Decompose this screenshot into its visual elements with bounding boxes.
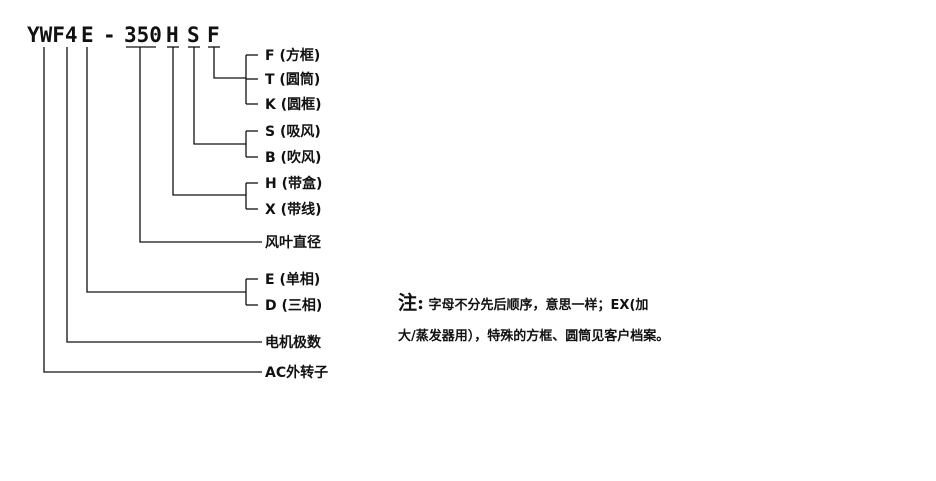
- code-dash: -: [103, 23, 116, 47]
- label-frame-f: F (方框): [265, 47, 320, 64]
- label-diameter: 风叶直径: [265, 234, 321, 251]
- label-frame-t: T (圆筒): [265, 71, 320, 88]
- connector-s: [193, 47, 246, 145]
- connector-poles: [66, 47, 262, 343]
- label-poles: 电机极数: [265, 334, 322, 351]
- connector-f: [213, 47, 246, 79]
- connector-350: [139, 47, 262, 243]
- note-text-1: 字母不分先后顺序，意思一样；EX(加: [428, 298, 649, 313]
- code-e: E: [81, 23, 94, 47]
- code-s: S: [187, 23, 200, 47]
- note-head: 注:: [398, 292, 425, 314]
- label-phase-e: E (单相): [265, 271, 320, 288]
- connector-h: [172, 47, 246, 196]
- label-flow-b: B (吹风): [265, 149, 321, 166]
- label-rotor: AC外转子: [265, 364, 328, 381]
- label-flow-s: S (吸风): [265, 124, 321, 140]
- label-box-x: X (带线): [265, 201, 321, 218]
- note-text-2: 大/蒸发器用），特殊的方框、圆筒见客户档案。: [398, 329, 670, 344]
- code-350: 350: [124, 23, 162, 47]
- connector-rotor: [43, 47, 262, 373]
- note-block: 注: 字母不分先后顺序，意思一样；EX(加 大/蒸发器用），特殊的方框、圆筒见客…: [398, 288, 718, 352]
- code-h: H: [166, 23, 179, 47]
- label-frame-k: K (圆框): [265, 96, 322, 113]
- label-phase-d: D (三相): [265, 297, 322, 314]
- code-f: F: [207, 23, 220, 47]
- label-box-h: H (带盒): [265, 175, 322, 192]
- connector-e: [86, 47, 246, 293]
- note-line-1: 注: 字母不分先后顺序，意思一样；EX(加: [398, 288, 718, 321]
- code-ywf4: YWF4: [27, 23, 78, 47]
